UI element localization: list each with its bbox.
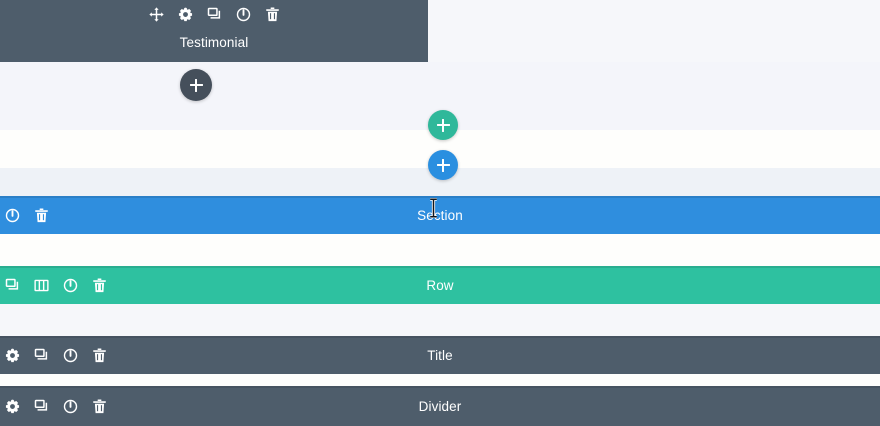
add-module-button[interactable] xyxy=(180,69,212,101)
power-icon[interactable] xyxy=(236,7,251,22)
duplicate-icon[interactable] xyxy=(34,348,49,363)
testimonial-module-label: Testimonial xyxy=(179,35,249,50)
power-icon[interactable] xyxy=(5,208,20,223)
title-bar-toolbar xyxy=(0,347,107,363)
gear-icon[interactable] xyxy=(5,348,20,363)
columns-icon[interactable] xyxy=(34,278,49,293)
duplicate-icon[interactable] xyxy=(34,399,49,414)
divider-bar-label: Divider xyxy=(418,398,462,414)
trash-icon[interactable] xyxy=(34,207,49,223)
divider-module-bar[interactable]: Divider xyxy=(0,386,880,426)
trash-icon[interactable] xyxy=(265,6,280,22)
divider-bar-toolbar xyxy=(0,398,107,414)
section-bar[interactable]: Section xyxy=(0,196,880,234)
section-bar-toolbar xyxy=(0,207,49,223)
testimonial-module-header[interactable]: Testimonial xyxy=(0,0,428,62)
title-module-bar[interactable]: Title xyxy=(0,336,880,374)
plus-icon xyxy=(436,118,450,132)
canvas-band-row-body xyxy=(0,304,880,336)
row-bar[interactable]: Row xyxy=(0,266,880,304)
move-icon[interactable] xyxy=(148,6,164,22)
add-row-button[interactable] xyxy=(428,110,458,140)
trash-icon[interactable] xyxy=(92,398,107,414)
duplicate-icon[interactable] xyxy=(5,278,20,293)
title-bar-label: Title xyxy=(427,347,453,363)
canvas-band-title-gap xyxy=(0,374,880,386)
row-bar-label: Row xyxy=(426,277,454,293)
trash-icon[interactable] xyxy=(92,277,107,293)
power-icon[interactable] xyxy=(63,399,78,414)
trash-icon[interactable] xyxy=(92,347,107,363)
power-icon[interactable] xyxy=(63,348,78,363)
gear-icon[interactable] xyxy=(178,7,193,22)
canvas-band-section-body xyxy=(0,234,880,266)
power-icon[interactable] xyxy=(63,278,78,293)
duplicate-icon[interactable] xyxy=(207,7,222,22)
plus-icon xyxy=(436,158,450,172)
testimonial-module-toolbar xyxy=(148,3,280,25)
section-bar-label: Section xyxy=(417,207,463,223)
add-section-button[interactable] xyxy=(428,150,458,180)
plus-icon xyxy=(189,78,203,92)
row-bar-toolbar xyxy=(0,277,107,293)
gear-icon[interactable] xyxy=(5,399,20,414)
